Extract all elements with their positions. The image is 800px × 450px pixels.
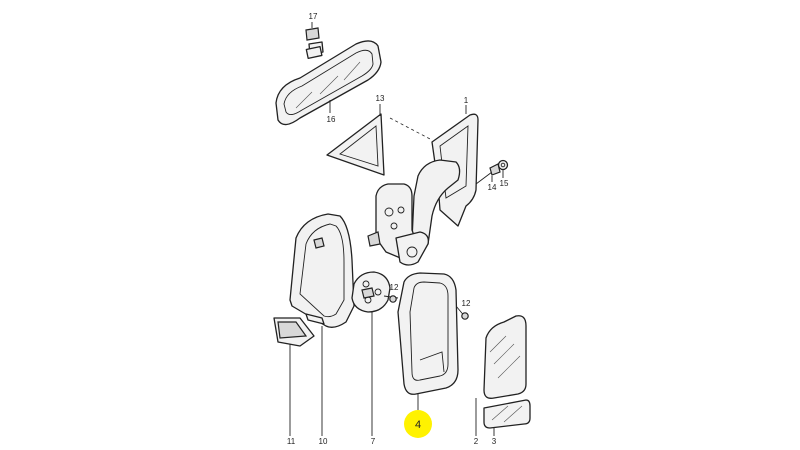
part-mirror-base xyxy=(367,183,429,266)
callout-13: 13 xyxy=(376,94,385,103)
callout-15: 15 xyxy=(500,179,509,188)
callout-16: 16 xyxy=(327,115,336,124)
part-14-screw xyxy=(475,163,501,185)
part-7-motor xyxy=(351,271,391,436)
callout-12b: 12 xyxy=(462,299,471,308)
part-12-screw-a xyxy=(383,295,399,303)
part-16-interior-mirror xyxy=(275,40,382,126)
part-1-mirror-arm xyxy=(411,105,479,245)
callout-11: 11 xyxy=(287,437,296,446)
callout-14: 14 xyxy=(488,183,497,192)
callout-12a: 12 xyxy=(390,283,399,292)
callout-10: 10 xyxy=(319,437,328,446)
part-11-lower-trim xyxy=(273,317,315,436)
callout-7: 7 xyxy=(371,437,376,446)
part-13-triangle-cover xyxy=(326,104,385,176)
callout-1: 1 xyxy=(464,96,469,105)
callout-2: 2 xyxy=(474,437,479,446)
part-2-mirror-glass xyxy=(475,315,527,436)
part-4-mirror-frame xyxy=(397,272,459,410)
part-12-screw-b xyxy=(455,305,469,320)
callout-4: 4 xyxy=(415,419,421,431)
highlight-marker xyxy=(404,410,432,438)
callout-17: 17 xyxy=(309,12,318,21)
part-10-housing-cover xyxy=(289,213,355,436)
part-3-lower-glass xyxy=(483,399,531,436)
part-15-nut xyxy=(497,159,509,178)
callout-3: 3 xyxy=(492,437,497,446)
